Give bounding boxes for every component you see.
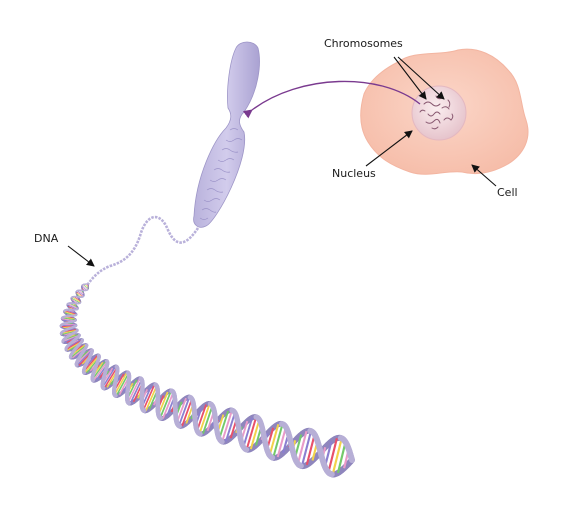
cell-arrow xyxy=(471,164,497,187)
dna-base-pair xyxy=(72,296,81,303)
dna-base-pair xyxy=(249,419,261,450)
dna-base-pair xyxy=(129,379,143,404)
dna-base-pair xyxy=(162,391,175,419)
dna-base-pair xyxy=(67,303,78,309)
dna-base-pair xyxy=(61,329,78,334)
dna-base-pair xyxy=(77,290,85,296)
dna-base-pair xyxy=(218,410,230,440)
dna-base-pair xyxy=(202,405,214,434)
chromosomes-label: Chromosomes xyxy=(324,37,403,50)
dna-base-pair xyxy=(336,441,347,474)
dna-base-pair xyxy=(142,384,156,411)
chromosomes-arrow-1 xyxy=(393,56,427,100)
dna-base-pair xyxy=(300,430,313,467)
dna-base-pair xyxy=(296,430,308,465)
dna-base-pair xyxy=(221,410,233,442)
dna-base-pair xyxy=(91,360,107,380)
nucleus-to-chromosome-arrow xyxy=(242,80,421,119)
dna-label: DNA xyxy=(34,232,59,245)
dna-base-pair xyxy=(103,367,118,389)
dna-base-pair xyxy=(224,412,236,442)
dna-base-pair xyxy=(327,437,338,473)
dna-base-pair xyxy=(176,397,187,424)
dna-base-pair xyxy=(272,423,284,459)
dna-base-pair xyxy=(76,349,93,366)
dna-base-pair xyxy=(181,398,193,427)
dna-base-pair xyxy=(67,304,78,310)
dna-base-pair xyxy=(62,334,80,343)
dna-base-pair xyxy=(93,361,108,382)
cell-label: Cell xyxy=(497,186,518,199)
nucleus-arrow xyxy=(365,130,413,167)
dna-helix-icon xyxy=(59,283,355,478)
chromosome-icon xyxy=(193,41,260,228)
dna-base-pair xyxy=(65,339,83,351)
dna-base-pair xyxy=(83,355,99,373)
dna-base-pair xyxy=(145,385,158,412)
dna-base-pair xyxy=(113,372,128,396)
dna-base-pair xyxy=(196,404,207,432)
dna-base-pair xyxy=(245,416,258,450)
dna-base-pair xyxy=(127,378,141,403)
dna-strand-coil xyxy=(86,215,200,285)
dna-base-pair xyxy=(305,434,316,466)
dna-base-pair xyxy=(198,403,211,434)
dna-base-pair xyxy=(331,438,343,475)
dna-base-pair xyxy=(242,417,254,448)
dna-base-pair xyxy=(82,285,88,291)
dna-backbone-segment xyxy=(348,455,355,463)
dna-base-pair xyxy=(268,424,280,456)
chromosomes-arrow-2 xyxy=(397,56,445,100)
dna-base-pair xyxy=(76,291,84,297)
dna-base-pair xyxy=(81,286,87,291)
dna-base-pair xyxy=(62,317,76,321)
nucleus-label: Nucleus xyxy=(332,167,376,180)
dna-base-pair xyxy=(178,396,191,427)
dna-base-pair xyxy=(102,366,117,388)
dna-base-pair xyxy=(276,426,287,458)
dna-base-pair xyxy=(115,373,130,397)
chromosome-pattern xyxy=(199,128,243,220)
dna-base-pair xyxy=(83,284,89,289)
dna-base-pair xyxy=(71,297,81,304)
dna-base-pair xyxy=(70,344,87,358)
dna-base-pair xyxy=(159,390,172,419)
dna-base-pair xyxy=(83,355,100,374)
nucleus-chromosome-squiggles xyxy=(419,95,454,130)
dna-backbone-front xyxy=(59,283,355,478)
dna-arrow xyxy=(67,245,95,267)
dna-base-pair xyxy=(64,310,77,315)
